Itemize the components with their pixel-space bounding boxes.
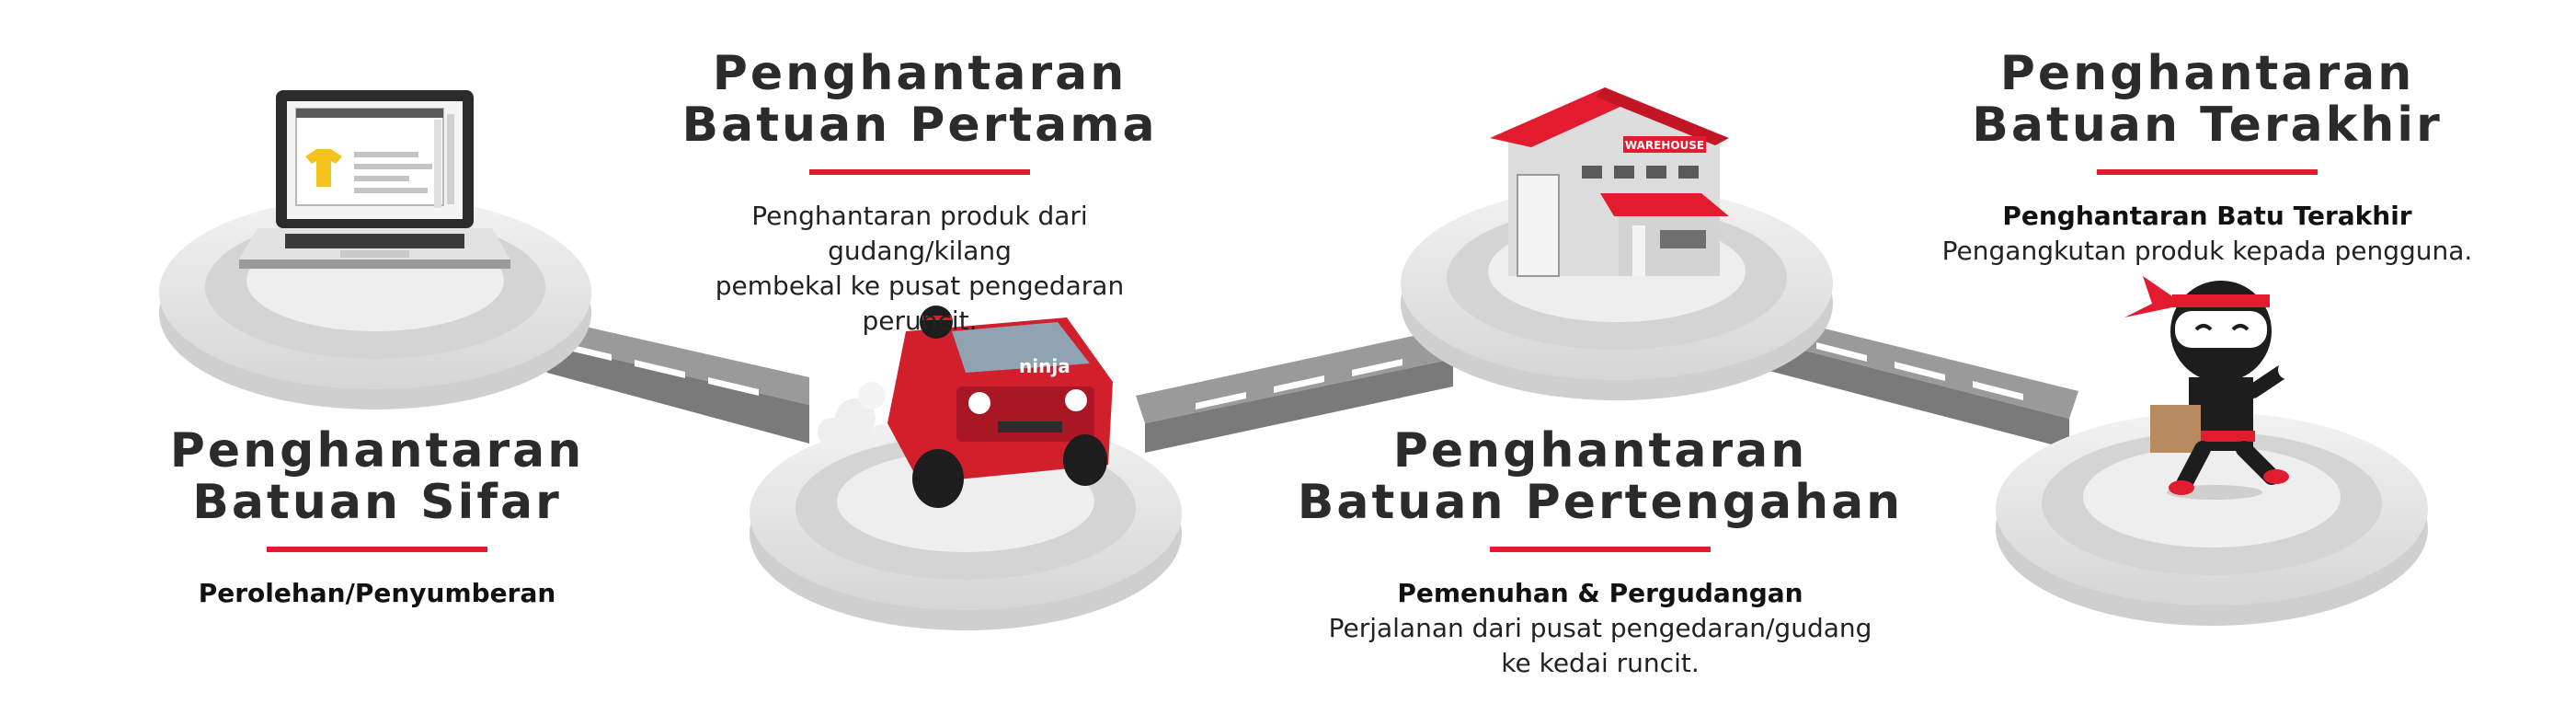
- title-underline: [2097, 169, 2318, 175]
- title-underline: [1490, 547, 1711, 552]
- stage-title-line2: Batuan Pertama: [681, 98, 1158, 153]
- road-1: [515, 313, 809, 444]
- stage-middle-mile: Penghantaran Batuan Pertengahan Pemenuha…: [1297, 425, 1904, 681]
- stage-subtitle: Penghantaran Batu Terakhir: [2002, 201, 2412, 231]
- title-underline: [809, 169, 1030, 175]
- ninja-courier-icon: [2124, 276, 2296, 500]
- stage-title: Penghantaran Batuan Pertengahan: [1297, 425, 1904, 528]
- road-3: [1766, 317, 2078, 449]
- warehouse-sign: WAREHOUSE: [1625, 139, 1704, 152]
- stage-title: Penghantaran Batuan Pertama: [662, 48, 1177, 151]
- stage-title-line1: Penghantaran: [712, 46, 1128, 101]
- stage-last-mile: Penghantaran Batuan Terakhir Penghantara…: [1941, 48, 2474, 269]
- laptop-icon: [239, 90, 510, 269]
- stage-zero-mile: Penghantaran Batuan Sifar Perolehan/Peny…: [166, 425, 589, 611]
- stage-subtitle: Pemenuhan & Pergudangan: [1397, 578, 1803, 608]
- stage-desc-line2: ke kedai runcit.: [1501, 648, 1700, 678]
- stage-title-line2: Batuan Pertengahan: [1297, 475, 1904, 530]
- stage-subtitle: Perolehan/Penyumberan: [198, 578, 556, 608]
- stage-title-line2: Batuan Sifar: [192, 475, 562, 530]
- stage-title: Penghantaran Batuan Sifar: [166, 425, 589, 528]
- stage-title: Penghantaran Batuan Terakhir: [1941, 48, 2474, 151]
- stage-desc-line1: Pengangkutan produk kepada pengguna.: [1941, 236, 2473, 266]
- stage-desc-line1: Perjalanan dari pusat pengedaran/gudang: [1328, 613, 1872, 643]
- stage-title-line1: Penghantaran: [169, 423, 585, 479]
- stage-title-line2: Batuan Terakhir: [1972, 98, 2443, 153]
- van-brand-label: ninja: [1019, 355, 1070, 377]
- stage-desc-line1: Penghantaran produk dari gudang/kilang: [751, 201, 1088, 266]
- title-underline: [267, 547, 487, 552]
- stage-title-line1: Penghantaran: [1392, 423, 1808, 479]
- stage-title-line1: Penghantaran: [1999, 46, 2415, 101]
- delivery-van-icon: ninja: [818, 306, 1113, 508]
- warehouse-icon: WAREHOUSE: [1490, 87, 1729, 277]
- stage-first-mile: Penghantaran Batuan Pertama Penghantaran…: [662, 48, 1177, 339]
- road-2: [1136, 331, 1453, 453]
- stage-desc-line2: pembekal ke pusat pengedaran peruncit.: [715, 271, 1125, 336]
